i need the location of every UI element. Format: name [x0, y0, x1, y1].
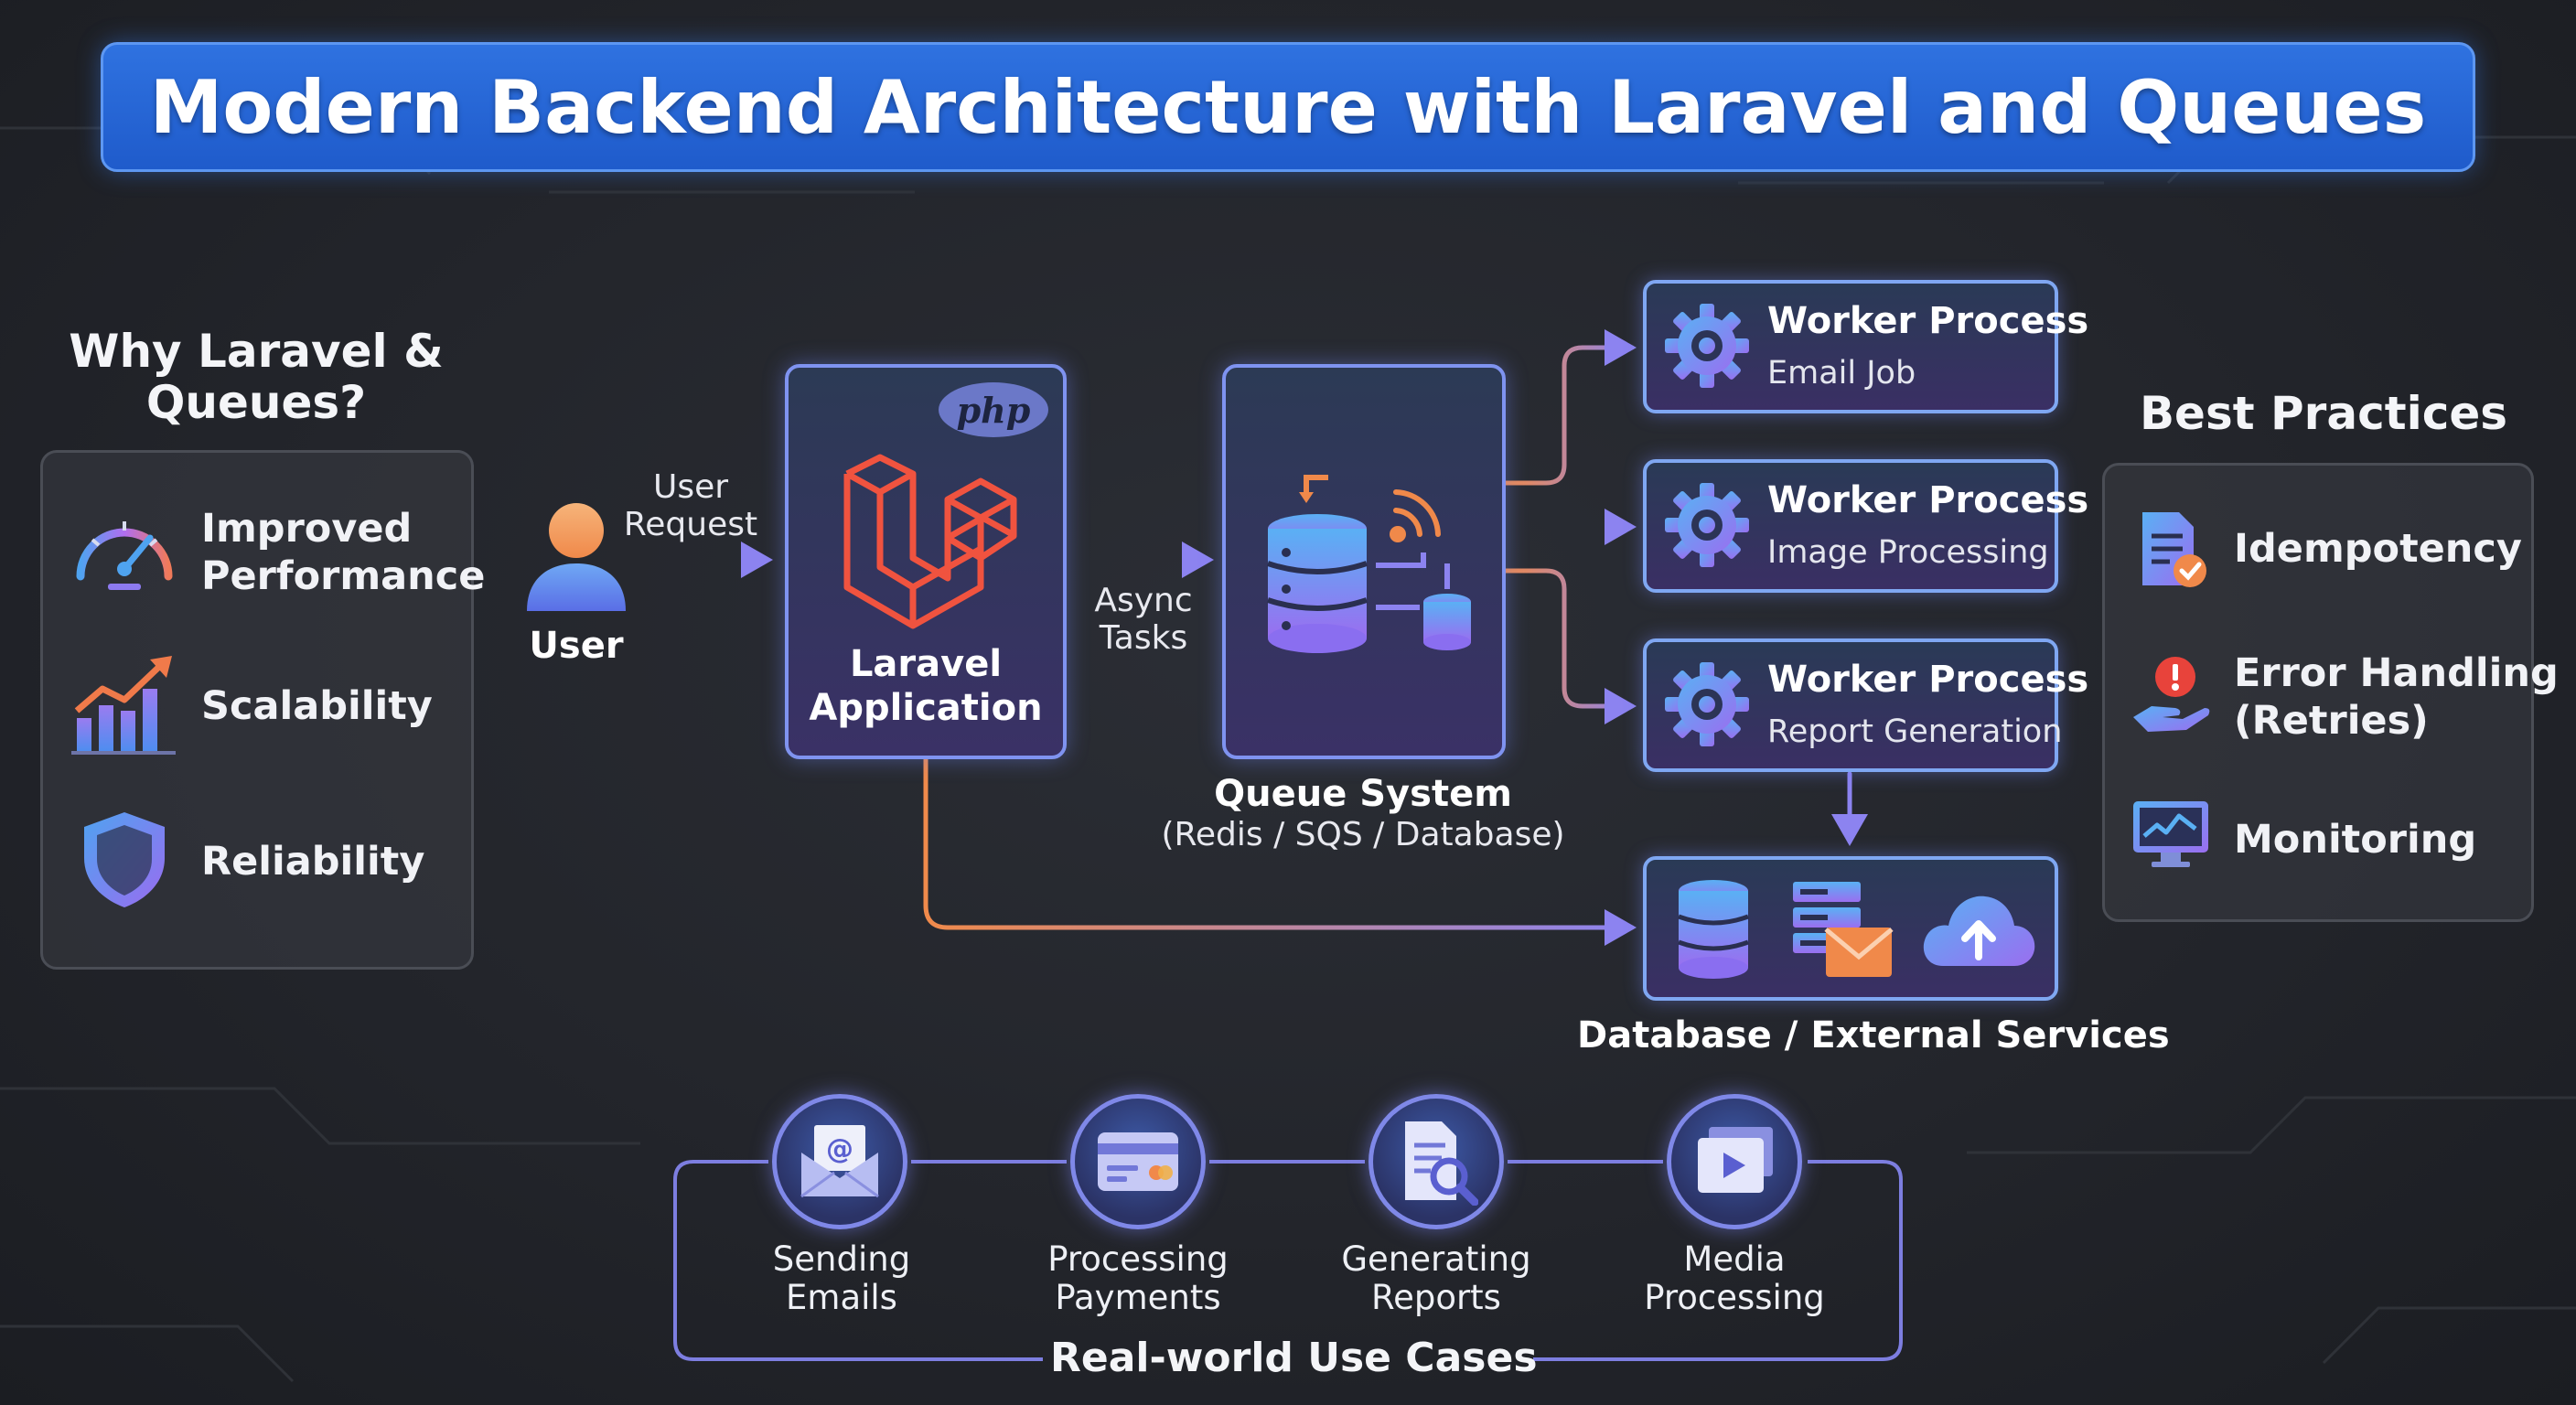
growth-chart-icon: [71, 656, 176, 755]
cloud-upload-icon: [1923, 896, 2035, 966]
worker-title: Worker Process: [1767, 659, 2089, 701]
queue-system-subtitle: (Redis / SQS / Database): [1161, 816, 1565, 853]
worker-subtitle: Email Job: [1767, 355, 1916, 391]
use-cases-heading: Real-world Use Cases: [1050, 1335, 1538, 1381]
queue-database-icon: [1267, 475, 1471, 653]
worker-title: Worker Process: [1767, 300, 2089, 342]
worker-subtitle: Report Generation: [1767, 713, 2063, 750]
document-check-icon: [2142, 512, 2206, 587]
use-case-processing-payments: Processing Payments: [1047, 1239, 1229, 1317]
user-label: User: [529, 625, 624, 667]
user-icon: [527, 503, 626, 611]
worker-title: Worker Process: [1767, 479, 2089, 521]
use-case-sending-emails: Sending Emails: [772, 1239, 911, 1317]
gear-icon: [1665, 662, 1749, 746]
async-tasks-label: Async Tasks: [1094, 582, 1193, 657]
email-icon: @: [800, 1125, 879, 1198]
database-external-services-label: Database / External Services: [1577, 1014, 2170, 1056]
credit-card-icon: [1098, 1132, 1178, 1191]
report-search-icon: [1405, 1121, 1478, 1206]
use-case-generating-reports: Generating Reports: [1341, 1239, 1531, 1317]
gear-icon: [1665, 304, 1749, 388]
svg-text:@: @: [826, 1133, 853, 1165]
database-icon: [1678, 880, 1749, 979]
use-case-media-processing: Media Processing: [1644, 1239, 1825, 1317]
user-request-label: User Request: [623, 468, 758, 543]
shield-icon: [84, 812, 165, 907]
best-practice-error-handling: Error Handling (Retries): [2234, 650, 2559, 744]
worker-subtitle: Image Processing: [1767, 534, 2049, 571]
gear-icon: [1665, 483, 1749, 567]
server-mail-icon: [1793, 882, 1894, 977]
laravel-application-label: Laravel Application: [809, 643, 1043, 729]
media-play-icon: [1698, 1127, 1773, 1193]
speedometer-icon: [76, 521, 173, 590]
alert-hand-icon: [2133, 657, 2210, 732]
why-item-reliability: Reliability: [201, 839, 425, 885]
why-item-scalability: Scalability: [201, 683, 433, 729]
title-banner: Modern Backend Architecture with Laravel…: [101, 42, 2475, 172]
why-item-performance: Improved Performance: [201, 506, 486, 599]
why-heading: Why Laravel & Queues?: [69, 325, 444, 429]
best-practice-idempotency: Idempotency: [2234, 526, 2522, 572]
php-badge-text: php: [956, 389, 1031, 431]
php-badge: php: [939, 382, 1048, 437]
best-practice-monitoring: Monitoring: [2234, 817, 2477, 863]
queue-system-title: Queue System: [1214, 773, 1512, 815]
monitor-chart-icon: [2133, 801, 2208, 867]
best-practices-heading: Best Practices: [2139, 387, 2508, 440]
page-title: Modern Backend Architecture with Laravel…: [149, 64, 2427, 150]
laravel-logo-icon: [843, 454, 1017, 629]
